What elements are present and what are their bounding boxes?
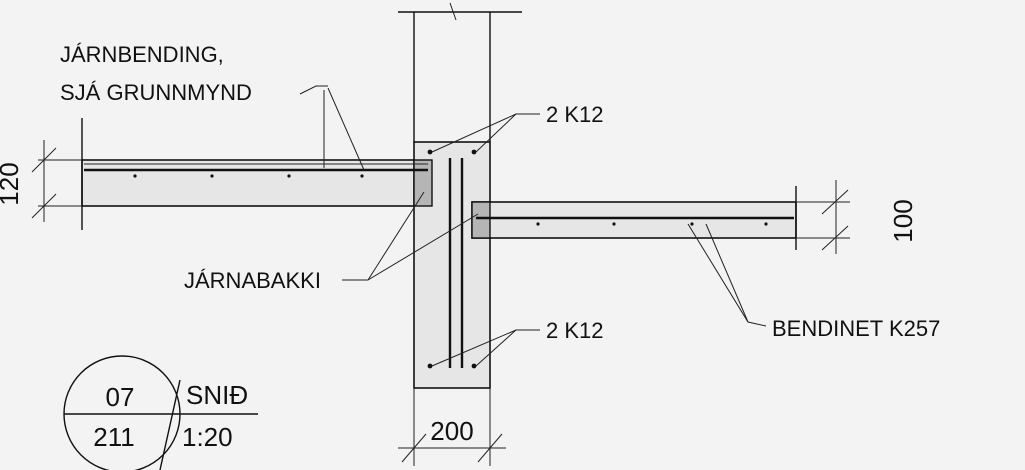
- dimension-bottom-value: 200: [430, 416, 473, 446]
- steel-tray-label: JÁRNABAKKI: [184, 268, 321, 293]
- mesh-label: BENDINET K257: [772, 316, 940, 341]
- dimension-bottom: [398, 388, 506, 466]
- section-label: SNIÐ: [186, 380, 248, 410]
- title-block: [63, 355, 258, 470]
- bottom-bars-leader: [431, 329, 540, 367]
- dimension-left-value: 120: [0, 162, 24, 205]
- left-slab-bar-dots: [133, 174, 364, 178]
- steel-tray-leader: [342, 191, 479, 281]
- mesh-leader: [687, 223, 767, 327]
- rebar-note-leader: [299, 85, 365, 171]
- sheet-number: 211: [93, 422, 134, 452]
- dimension-left: [31, 140, 82, 222]
- right-slab-bar-dots: [536, 222, 768, 226]
- top-bars-leader: [431, 113, 540, 153]
- top-bars-label: 2 K12: [546, 102, 604, 127]
- dimension-right-value: 100: [888, 199, 918, 242]
- dimension-right: [795, 180, 850, 254]
- wall-corner-bars: [427, 149, 477, 369]
- left-slab-pocket: [413, 159, 433, 207]
- rebar-note-line1: JÁRNBENDING,: [60, 42, 224, 67]
- right-slab-pocket: [471, 201, 491, 239]
- wall-above: [398, 2, 522, 142]
- scale-label: 1:20: [182, 422, 233, 452]
- rebar-note-line2: SJÁ GRUNNMYND: [60, 80, 252, 105]
- left-slab: [81, 159, 415, 207]
- right-slab: [471, 201, 797, 239]
- bottom-bars-label: 2 K12: [546, 318, 604, 343]
- detail-number: 07: [106, 382, 135, 412]
